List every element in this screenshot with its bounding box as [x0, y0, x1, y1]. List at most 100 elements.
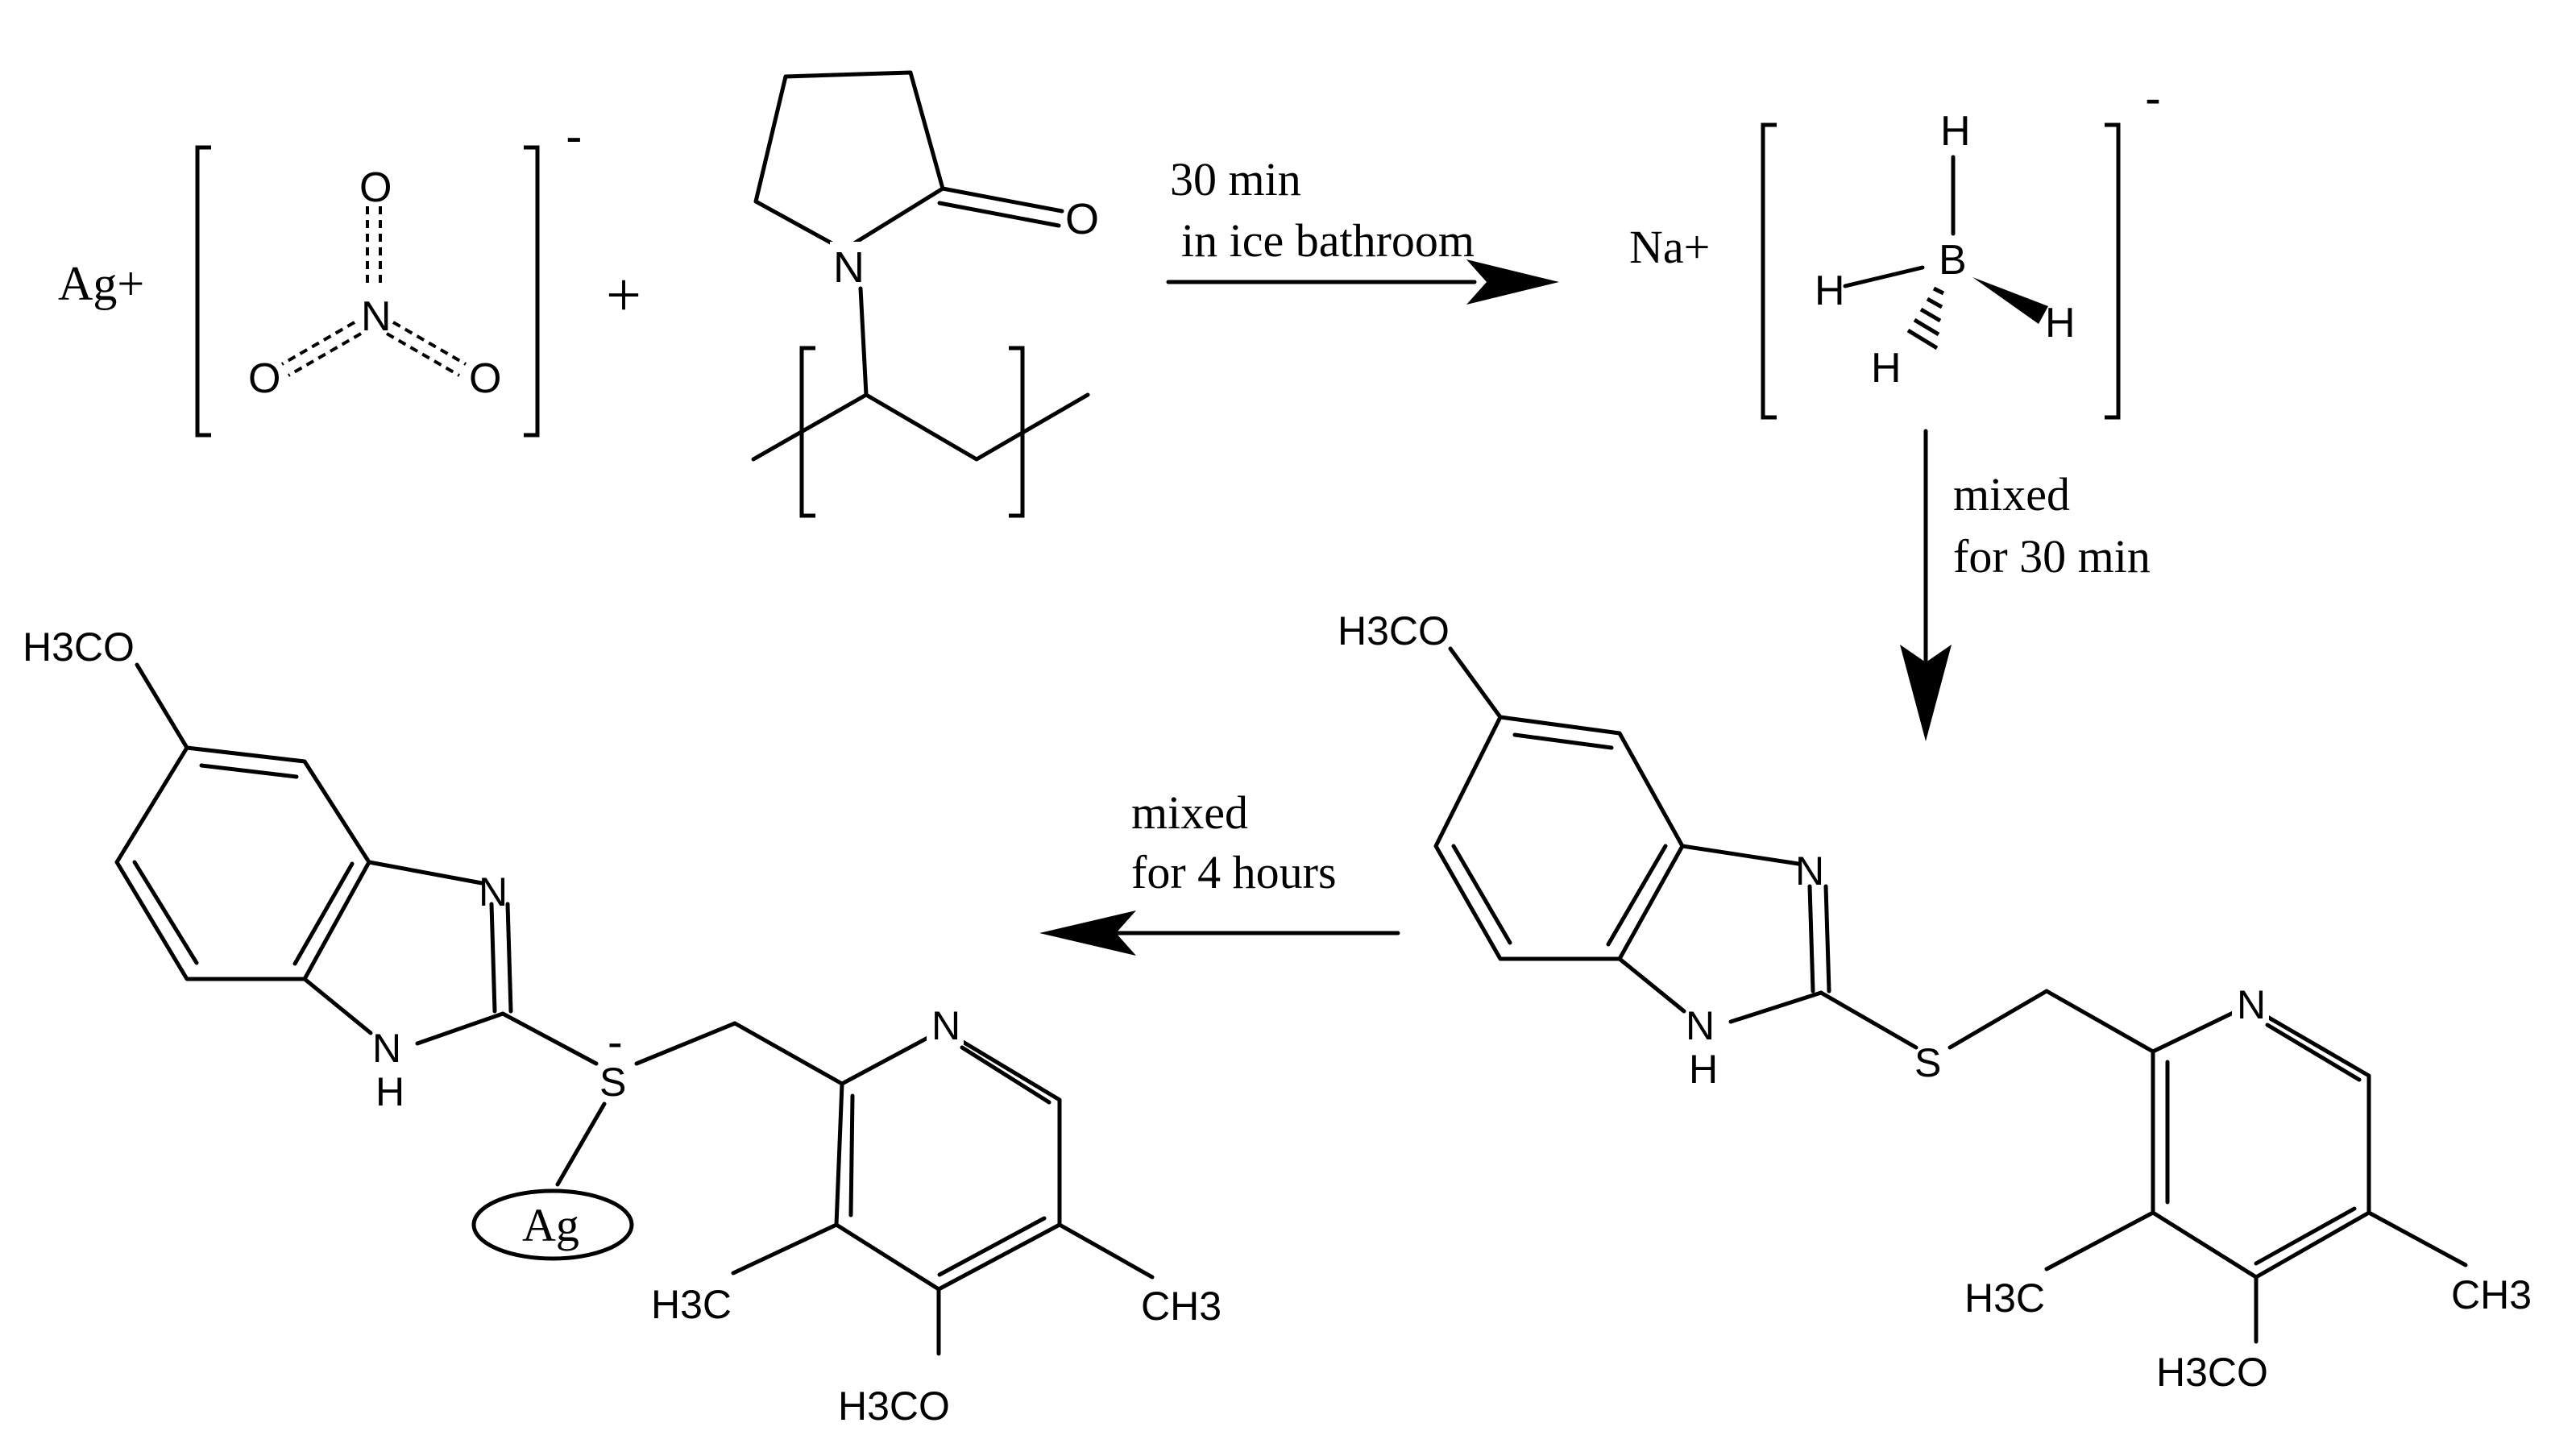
bh4-bracket-right — [2105, 122, 2121, 420]
silver-cation-label: Ag+ — [58, 257, 144, 310]
pvp-bracket-right — [1009, 346, 1025, 518]
complex-pyridine-inner-1 — [960, 1045, 1052, 1105]
silver-ellipse — [471, 1188, 634, 1261]
pvp-bracket-left — [799, 346, 815, 518]
step2-arrow: mixed for 30 min — [1900, 429, 2151, 741]
step1-arrow: 30 min in ice bathroom — [1166, 153, 1559, 305]
imidazole-bond-2 — [1617, 956, 1686, 1014]
complex-methyl-right: CH3 — [1141, 1284, 1222, 1329]
bh4-charge: - — [2145, 71, 2161, 125]
bh4-h-right: H — [2045, 300, 2076, 346]
benzene-inner-bond-2 — [1606, 844, 1668, 947]
thioether-methyl-right: CH3 — [2451, 1272, 2532, 1317]
bh4-h-top: H — [1940, 108, 1971, 155]
complex-pyridine-inner-2 — [937, 1216, 1047, 1277]
step2-line1: mixed — [1953, 468, 2070, 521]
complex-benzene-inner-2 — [292, 861, 355, 966]
nitrate-oxygen-left: O — [248, 355, 280, 402]
complex-benzene-inner-3 — [132, 860, 199, 965]
ch2-pyridine-bond — [2044, 989, 2155, 1054]
nitrate-oxygen-right: O — [469, 355, 501, 402]
silver-nitrate: Ag+ - O N O O — [58, 109, 583, 438]
s-ch2-bond — [1947, 989, 2049, 1050]
methyl-right-bond — [2366, 1210, 2468, 1267]
nitrate-oxygen-top: O — [359, 164, 392, 211]
nitrate-nitrogen: N — [361, 293, 392, 340]
n-o-left-bond-b — [287, 332, 363, 377]
bh4-h-bottom: H — [1871, 345, 1902, 392]
plus-sign: + — [606, 259, 641, 330]
pvp-oxygen: O — [1065, 195, 1099, 243]
step2-line2: for 30 min — [1953, 530, 2151, 583]
complex-ch2-pyridine-bond — [732, 1021, 844, 1086]
pyridine-n-mask — [2232, 979, 2269, 1024]
silver-complex-molecule: H3CO N N H S - Ag N H3C CH3 H3CO — [23, 624, 1222, 1429]
complex-sulfur-charge: - — [608, 1016, 623, 1067]
benzene-ring — [1433, 715, 1685, 961]
complex-pyridine-ring — [834, 1027, 1062, 1292]
imidazole-double-b — [1823, 884, 1831, 993]
pyridine-ring — [2151, 1003, 2371, 1280]
step1-arrowhead — [1466, 259, 1559, 305]
thioether-nh-h: H — [1689, 1047, 1718, 1092]
pyrrolidone-ring — [753, 70, 945, 252]
thioether-n-pyridine: N — [2237, 982, 2266, 1027]
nitrate-bracket-right — [524, 145, 540, 438]
c-s-bond — [1819, 990, 1918, 1050]
b-h-wedge-bond — [1972, 277, 2048, 324]
step3-line1: mixed — [1131, 786, 1248, 839]
benzene-inner-bond-1 — [1512, 732, 1614, 750]
thioether-molecule: H3CO N N H S N H3C CH3 H3CO — [1338, 608, 2532, 1395]
bh4-h-left: H — [1815, 268, 1845, 314]
complex-imidazole-bond-2 — [302, 977, 373, 1035]
thioether-methyl-left: H3C — [1964, 1276, 2045, 1321]
b-h-left-bond — [1843, 265, 1925, 288]
complex-pyridine-n-mask — [927, 999, 964, 1044]
complex-nh-h: H — [375, 1069, 404, 1114]
methyl-left-bond — [2044, 1210, 2155, 1271]
complex-nh-n: N — [372, 1026, 401, 1071]
complex-pyridine-inner-3 — [848, 1093, 855, 1217]
step1-line2: in ice bathroom — [1181, 214, 1475, 267]
sulfur-silver-bond — [555, 1101, 607, 1187]
complex-imidazole-bond-1 — [367, 860, 484, 886]
polyvinylpyrrolidone: O N — [751, 70, 1099, 518]
b-h-hash-bond — [1906, 286, 1945, 351]
methoxy-bond-top — [1448, 646, 1503, 720]
complex-benzene-ring — [114, 745, 371, 981]
step3-line2: for 4 hours — [1131, 846, 1337, 898]
complex-imidazole-double-a — [489, 902, 497, 1014]
thioether-n-imidazole: N — [1795, 848, 1824, 894]
complex-methoxy-top: H3CO — [23, 624, 135, 670]
complex-benzene-inner-1 — [199, 763, 299, 779]
pyridine-inner-bond-2 — [2254, 1206, 2357, 1266]
bh4-bracket-left — [1761, 122, 1777, 420]
pyridine-inner-bond-1 — [2265, 1023, 2362, 1082]
n-o-left-bond-a — [280, 321, 356, 366]
bh4-boron: B — [1939, 237, 1967, 284]
thioether-methoxy-bottom: H3CO — [2156, 1350, 2268, 1395]
complex-methyl-left-bond — [731, 1222, 839, 1276]
step3-arrowhead — [1039, 911, 1136, 956]
nitrate-charge: - — [566, 109, 583, 164]
thioether-sulfur: S — [1914, 1040, 1941, 1085]
complex-sulfur: S — [599, 1060, 626, 1105]
imidazole-bond-3 — [1728, 990, 1823, 1024]
complex-methoxy-bond-top — [135, 662, 189, 750]
complex-s-ch2-bond — [634, 1021, 737, 1066]
imidazole-bond-1 — [1680, 844, 1801, 866]
n-o-right-bond-b — [385, 332, 461, 377]
carbonyl-bond-a — [940, 186, 1064, 214]
step1-line1: 30 min — [1170, 153, 1301, 205]
step3-arrow: mixed for 4 hours — [1039, 786, 1400, 956]
sodium-cation-label: Na+ — [1629, 221, 1710, 273]
complex-n-imidazole: N — [479, 869, 508, 915]
complex-imidazole-bond-3 — [415, 1011, 505, 1046]
n-o-right-bond-a — [392, 321, 467, 366]
pvp-backbone — [751, 392, 1090, 462]
thioether-methoxy-top: H3CO — [1338, 608, 1450, 653]
complex-methyl-right-bond — [1057, 1222, 1155, 1280]
complex-n-pyridine: N — [931, 1003, 960, 1048]
carbonyl-bond-b — [937, 201, 1061, 228]
complex-methyl-left: H3C — [651, 1282, 732, 1327]
